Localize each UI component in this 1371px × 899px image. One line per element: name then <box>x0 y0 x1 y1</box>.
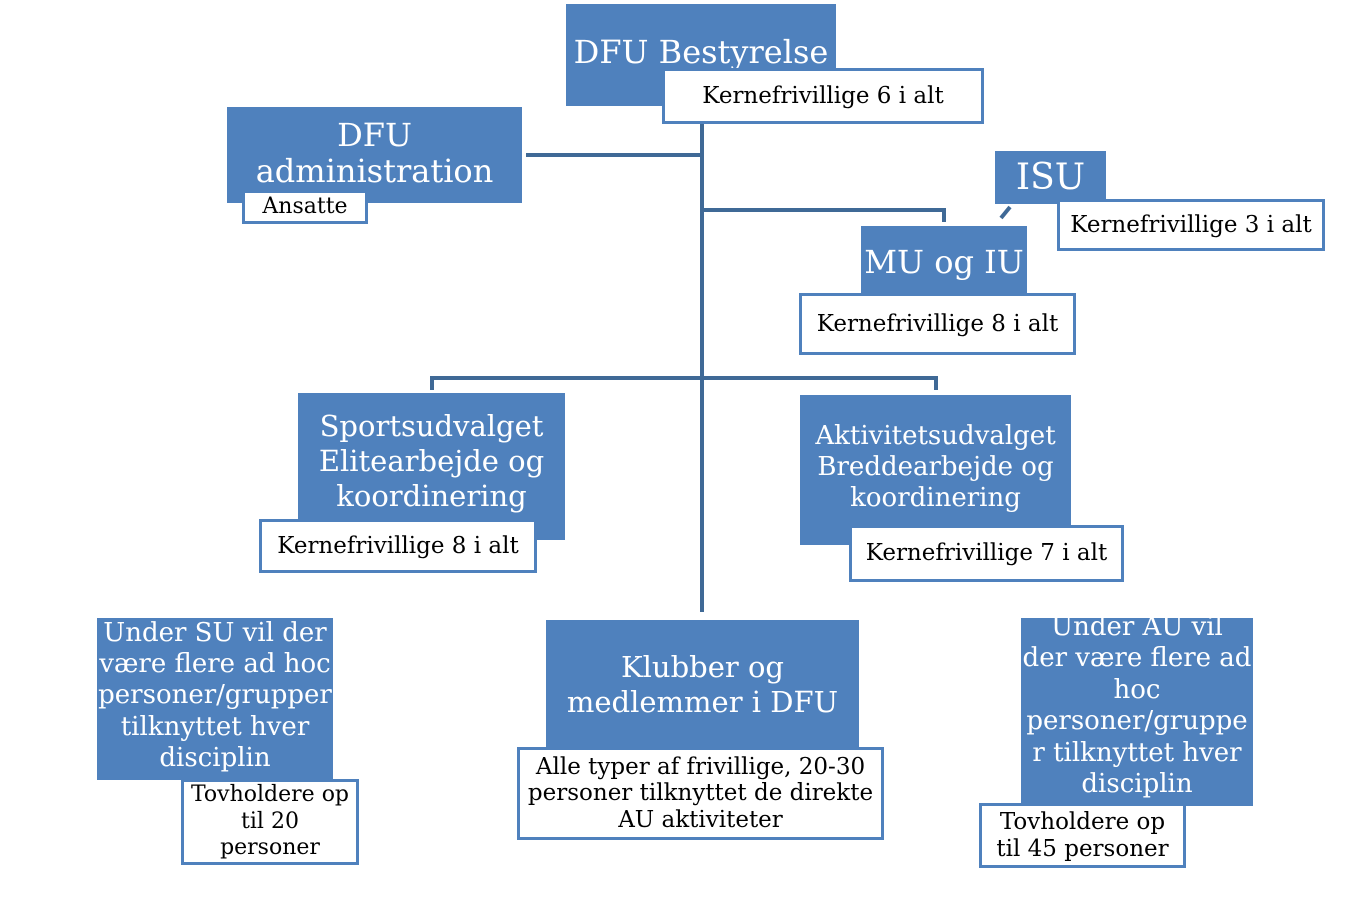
under-au-line4: personer/gruppe <box>1026 706 1248 737</box>
klubber-sub-line1: Alle typer af frivillige, 20-30 <box>535 754 866 780</box>
aktivitetsudvalget-sub: Kernefrivillige 7 i alt <box>849 525 1124 582</box>
aktivitetsudvalget-sub-text: Kernefrivillige 7 i alt <box>865 540 1108 567</box>
bestyrelse-sub: Kernefrivillige 6 i alt <box>662 68 984 124</box>
isu-connector <box>999 205 1012 220</box>
bestyrelse-sub-text: Kernefrivillige 6 i alt <box>702 82 944 109</box>
under-au-line3: hoc <box>1113 674 1161 705</box>
isu-sub-text: Kernefrivillige 3 i alt <box>1070 211 1312 238</box>
sportsudvalget-title-line2: Elitearbejde og <box>318 443 545 478</box>
isu-box: ISU <box>995 151 1106 204</box>
administration-title-line2: administration <box>255 152 494 191</box>
administration-sub-text: Ansatte <box>262 194 348 220</box>
sportsudvalget-sub-text: Kernefrivillige 8 i alt <box>277 532 519 559</box>
mu-iu-connector <box>702 208 946 222</box>
under-au-line1: Under AU vil <box>1051 618 1223 642</box>
mu-iu-sub-text: Kernefrivillige 8 i alt <box>816 310 1059 337</box>
sportsudvalget-box: Sportsudvalget Elitearbejde og koordiner… <box>298 393 565 540</box>
under-su-line2: være flere ad hoc <box>99 649 331 680</box>
under-su-sub-line1: Tovholdere op <box>190 782 350 808</box>
under-su-line4: tilknyttet hver <box>120 711 310 742</box>
under-au-box: Under AU vil der være flere ad hoc perso… <box>1021 618 1253 806</box>
mu-iu-title: MU og IU <box>864 243 1024 281</box>
under-au-line6: disciplin <box>1081 769 1193 800</box>
under-su-line1: Under SU vil der <box>103 618 327 648</box>
isu-sub: Kernefrivillige 3 i alt <box>1057 199 1325 251</box>
under-au-line5: r tilknyttet hver <box>1032 737 1242 768</box>
klubber-box: Klubber og medlemmer i DFU <box>546 620 859 750</box>
under-au-line2: der være flere ad <box>1022 643 1252 674</box>
klubber-sub: Alle typer af frivillige, 20-30 personer… <box>517 747 884 840</box>
under-su-sub-line3: personer <box>220 835 320 861</box>
aktivitetsudvalget-title-line2: Breddearbejde og <box>817 452 1054 483</box>
under-su-sub: Tovholdere op til 20 personer <box>181 779 359 865</box>
under-au-sub-line1: Tovholdere op <box>999 809 1166 836</box>
sportsudvalget-title-line1: Sportsudvalget <box>319 409 544 443</box>
klubber-sub-line3: AU aktiviteter <box>618 806 783 833</box>
klubber-title-line1: Klubber og <box>620 650 784 684</box>
under-su-box: Under SU vil der være flere ad hoc perso… <box>97 618 333 780</box>
under-au-sub: Tovholdere op til 45 personer <box>979 803 1186 868</box>
under-su-line3: personer/grupper <box>98 680 332 711</box>
mu-iu-box: MU og IU <box>861 226 1027 306</box>
bestyrelse-title: DFU Bestyrelse <box>573 33 829 71</box>
mu-iu-sub: Kernefrivillige 8 i alt <box>799 293 1076 355</box>
under-su-line5: disciplin <box>159 742 271 773</box>
under-su-sub-line2: til 20 <box>241 808 299 834</box>
sportsudvalget-title-line3: koordinering <box>336 478 527 513</box>
aktivitetsudvalget-title-line3: koordinering <box>850 483 1021 514</box>
under-au-sub-line2: til 45 personer <box>996 835 1169 862</box>
administration-sub: Ansatte <box>242 190 368 224</box>
aktivitetsudvalget-title-line1: Aktivitetsudvalget <box>815 421 1056 451</box>
administration-box: DFU administration <box>227 107 522 203</box>
aktivitetsudvalget-box: Aktivitetsudvalget Breddearbejde og koor… <box>800 395 1071 545</box>
sportsudvalget-sub: Kernefrivillige 8 i alt <box>259 519 537 573</box>
isu-title: ISU <box>1015 156 1086 198</box>
klubber-sub-line2: personer tilknyttet de direkte <box>527 780 874 807</box>
administration-title-line1: DFU <box>337 116 412 154</box>
udvalg-connector <box>430 376 938 390</box>
klubber-title-line2: medlemmer i DFU <box>566 685 839 720</box>
